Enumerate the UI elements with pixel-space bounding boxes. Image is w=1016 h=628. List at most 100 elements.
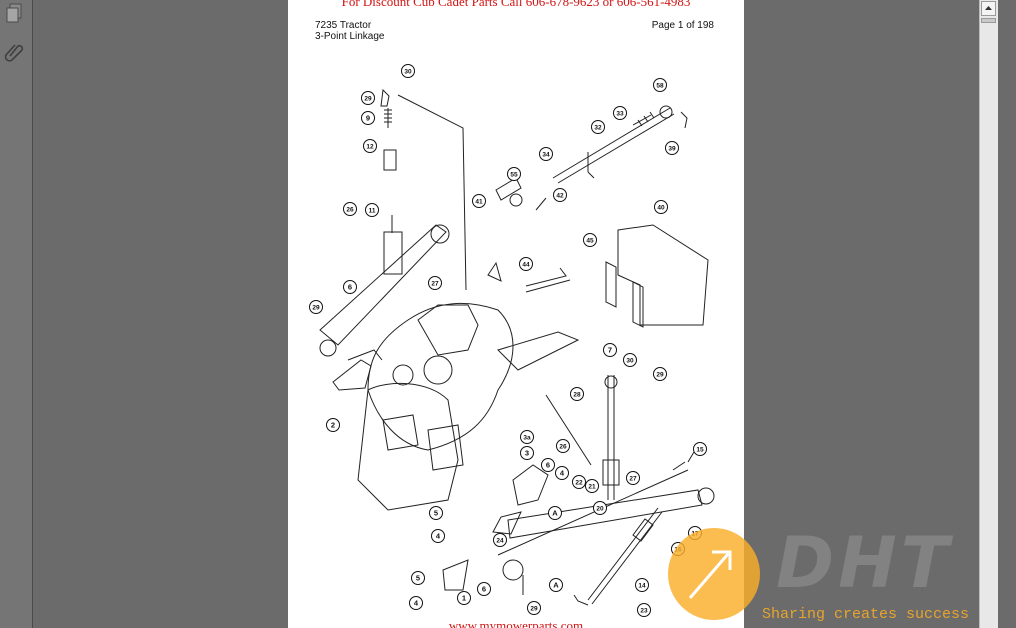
callout-label: 4 — [560, 469, 565, 478]
callout-label: 26 — [346, 207, 354, 214]
callout-26: 26 — [556, 439, 570, 453]
callout-22: 22 — [572, 475, 586, 489]
callout-A: A — [549, 578, 563, 592]
callout-55: 55 — [507, 167, 521, 181]
callout-label: 6 — [482, 585, 486, 594]
callout-label: 44 — [522, 262, 530, 269]
callout-5: 5 — [429, 506, 443, 520]
callout-6: 6 — [477, 582, 491, 596]
scroll-thumb[interactable] — [981, 18, 996, 23]
callout-label: 28 — [573, 392, 581, 399]
callout-label: 4 — [414, 599, 419, 608]
pages-icon[interactable] — [2, 2, 26, 26]
callout-40: 40 — [654, 200, 668, 214]
callout-5: 5 — [411, 571, 425, 585]
callout-6: 6 — [541, 458, 555, 472]
callout-3a: 3a — [520, 430, 534, 444]
callout-16: 16 — [671, 542, 685, 556]
callout-29: 29 — [653, 367, 667, 381]
callout-28: 28 — [570, 387, 584, 401]
callout-A: A — [548, 506, 562, 520]
callout-label: 33 — [616, 111, 624, 118]
callout-label: 34 — [542, 152, 550, 159]
callout-label: 11 — [369, 208, 376, 215]
callout-label: 29 — [656, 372, 664, 379]
callout-17: 17 — [688, 526, 702, 540]
callout-4: 4 — [409, 596, 423, 610]
callout-29: 29 — [361, 91, 375, 105]
callout-label: 24 — [496, 538, 504, 545]
callout-label: 15 — [696, 447, 704, 454]
callout-label: 3 — [525, 449, 529, 458]
callout-27: 27 — [626, 471, 640, 485]
callout-label: 6 — [348, 283, 352, 292]
callout-11: 11 — [365, 203, 379, 217]
promo-header: For Discount Cub Cadet Parts Call 606-67… — [341, 0, 691, 9]
callout-label: 7 — [608, 346, 612, 355]
model-name: 7235 Tractor — [315, 20, 372, 31]
callout-33: 33 — [613, 106, 627, 120]
callout-label: 42 — [556, 193, 564, 200]
callout-label: 9 — [366, 114, 370, 123]
section-name: 3-Point Linkage — [315, 31, 385, 42]
callout-14: 14 — [635, 578, 649, 592]
callout-27: 27 — [428, 276, 442, 290]
callout-45: 45 — [583, 233, 597, 247]
callout-15: 15 — [693, 442, 707, 456]
page-indicator: Page 1 of 198 — [651, 20, 714, 31]
callout-12: 12 — [363, 139, 377, 153]
callout-label: 32 — [594, 125, 602, 132]
callout-29: 29 — [309, 300, 323, 314]
paperclip-icon[interactable] — [2, 40, 26, 64]
callout-label: 58 — [656, 83, 664, 90]
vertical-scrollbar[interactable] — [979, 0, 998, 628]
callout-label: A — [552, 509, 558, 518]
callout-58: 58 — [653, 78, 667, 92]
callout-32: 32 — [591, 120, 605, 134]
callout-label: 3a — [523, 435, 531, 442]
callout-label: 21 — [588, 484, 596, 491]
callout-2: 2 — [326, 418, 340, 432]
callout-label: 29 — [312, 305, 320, 312]
callout-44: 44 — [519, 257, 533, 271]
callout-label: 12 — [366, 144, 374, 151]
callout-21: 21 — [585, 479, 599, 493]
callout-label: 27 — [629, 476, 637, 483]
callout-label: 5 — [416, 574, 420, 583]
callout-34: 34 — [539, 147, 553, 161]
callout-3: 3 — [520, 446, 534, 460]
callout-label: 26 — [559, 444, 567, 451]
document-viewer[interactable]: For Discount Cub Cadet Parts Call 606-67… — [34, 0, 998, 628]
callout-label: 41 — [475, 199, 483, 206]
callout-label: 22 — [575, 480, 583, 487]
callout-7: 7 — [603, 343, 617, 357]
callout-label: 29 — [364, 96, 372, 103]
callout-label: 39 — [668, 146, 676, 153]
callout-label: 29 — [530, 606, 538, 613]
scroll-up-arrow-icon[interactable] — [981, 1, 996, 16]
callout-label: 5 — [434, 509, 438, 518]
callout-39: 39 — [665, 141, 679, 155]
callout-29: 29 — [527, 601, 541, 615]
callout-23: 23 — [637, 603, 651, 617]
callout-20: 20 — [593, 501, 607, 515]
callout-label: 30 — [626, 358, 634, 365]
callout-label: 45 — [586, 238, 594, 245]
callout-label: 27 — [431, 281, 439, 288]
callout-label: 2 — [331, 421, 335, 430]
callout-1: 1 — [457, 591, 471, 605]
callout-label: 23 — [640, 608, 648, 615]
pdf-page: For Discount Cub Cadet Parts Call 606-67… — [288, 0, 744, 628]
callout-9: 9 — [361, 111, 375, 125]
callout-label: 4 — [436, 532, 441, 541]
callout-label: 1 — [462, 594, 466, 603]
callout-label: 30 — [404, 69, 412, 76]
callout-label: 6 — [546, 461, 550, 470]
callout-4: 4 — [555, 466, 569, 480]
document-title: 7235 Tractor 3-Point Linkage — [315, 20, 385, 42]
callout-42: 42 — [553, 188, 567, 202]
callout-label: 17 — [691, 531, 699, 538]
callout-6: 6 — [343, 280, 357, 294]
promo-footer[interactable]: www.mymowerparts.com — [448, 618, 584, 628]
